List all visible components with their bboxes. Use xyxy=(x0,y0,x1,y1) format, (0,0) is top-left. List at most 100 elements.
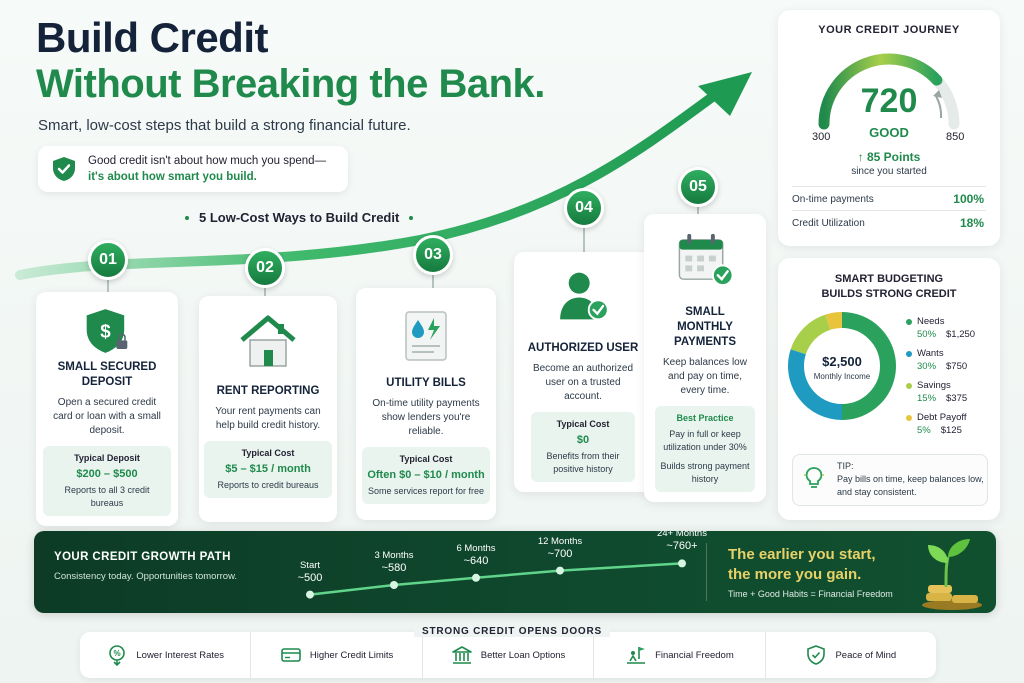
growth-point-score: ~700 xyxy=(547,547,573,560)
cost-note: Builds strong payment history xyxy=(660,461,750,484)
card-description: On-time utility payments show lenders yo… xyxy=(372,398,480,437)
cost-value: Often $0 – $10 / month xyxy=(367,469,485,481)
cost-note: Reports to credit bureaus xyxy=(217,480,319,490)
legend-amount: $125 xyxy=(940,425,962,436)
quote-text: Good credit isn't about how much you spe… xyxy=(88,153,326,185)
legend-item-savings: Savings 15%$375 xyxy=(906,380,967,404)
card-title: UTILITY BILLS xyxy=(386,377,466,389)
cost-value: $5 – $15 / month xyxy=(225,463,311,475)
plant-coins-icon xyxy=(922,539,982,610)
card-title: SMALL MONTHLY PAYMENTS xyxy=(674,306,736,348)
legend-pct: 30% xyxy=(917,361,937,372)
growth-quote-line1: The earlier you start, xyxy=(728,546,876,563)
growth-point-label: 24+ Months~760+ xyxy=(647,531,717,553)
legend-dot xyxy=(906,414,912,421)
donut-slice-wants xyxy=(788,349,843,420)
journey-title: YOUR CREDIT JOURNEY xyxy=(818,24,960,36)
ways-title-dot xyxy=(409,215,414,220)
legend-pct: 5% xyxy=(917,425,931,436)
points-gained: ↑ 85 Points xyxy=(857,150,921,164)
benefit-loan-options: Better Loan Options xyxy=(421,632,593,678)
legend-name: Wants xyxy=(917,348,944,359)
journey-row: On-time payments 100% xyxy=(792,192,984,206)
growth-point-label: 3 Months~580 xyxy=(359,549,429,575)
divider xyxy=(792,186,986,187)
donut-slice-savings xyxy=(790,314,831,355)
growth-title: YOUR CREDIT GROWTH PATH xyxy=(54,551,231,563)
step-card-monthly-payments: SMALL MONTHLY PAYMENTS Keep balances low… xyxy=(644,214,766,502)
growth-point-label: Start~500 xyxy=(275,559,345,585)
step-card-utility-bills: UTILITY BILLS On-time utility payments s… xyxy=(356,288,496,520)
growth-point-score: ~640 xyxy=(463,554,489,567)
page-subtitle: Smart, low-cost steps that build a stron… xyxy=(38,117,411,134)
budget-title: SMART BUDGETING BUILDS STRONG CREDIT xyxy=(778,272,1000,302)
legend-amount: $1,250 xyxy=(946,329,976,340)
benefit-label: Peace of Mind xyxy=(835,649,897,661)
tip-title: TIP: xyxy=(837,461,854,471)
growth-subtitle: Consistency today. Opportunities tomorro… xyxy=(54,571,238,582)
donut-total: $2,500 xyxy=(822,354,862,369)
legend-amount: $375 xyxy=(946,393,968,404)
card-description: Keep balances low and pay on time, every… xyxy=(663,357,747,396)
legend-name: Debt Payoff xyxy=(917,412,967,423)
divider xyxy=(792,210,986,211)
legend-pct: 15% xyxy=(917,393,937,404)
journey-row: Credit Utilization 18% xyxy=(792,216,984,230)
budget-title-line1: SMART BUDGETING xyxy=(834,273,944,285)
growth-point-period: 24+ Months xyxy=(657,531,707,540)
ways-title-dot xyxy=(185,215,189,220)
growth-point-period: Start xyxy=(299,559,321,571)
credit-rating: GOOD xyxy=(869,125,909,140)
card-cost-box: Typical Cost Often $0 – $10 / month Some… xyxy=(362,447,490,504)
growth-point xyxy=(678,559,686,568)
cost-label: Best Practice xyxy=(676,413,734,423)
svg-text:$: $ xyxy=(100,320,111,341)
shield-dollar-icon: $ xyxy=(86,309,128,353)
legend-name: Needs xyxy=(917,316,945,327)
step-card-authorized-user: AUTHORIZED USER Become an authorized use… xyxy=(514,252,652,492)
growth-point-period: 12 Months xyxy=(537,535,583,547)
legend-dot xyxy=(906,318,912,325)
cost-value: Pay in full or keep utilization under 30… xyxy=(663,429,747,452)
journey-row-value: 100% xyxy=(953,192,984,206)
growth-quote: The earlier you start, the more you gain… xyxy=(728,545,876,585)
growth-point xyxy=(306,590,314,599)
ways-title-text: 5 Low-Cost Ways to Build Credit xyxy=(199,210,400,225)
growth-formula: Time + Good Habits = Financial Freedom xyxy=(728,589,893,599)
step-number-4: 04 xyxy=(564,188,604,228)
cost-value: $200 – $500 xyxy=(76,468,138,480)
step-number-5: 05 xyxy=(678,167,718,207)
quote-box: Good credit isn't about how much you spe… xyxy=(38,146,348,192)
growth-point-period: 6 Months xyxy=(456,542,496,554)
card-description: Your rent payments can help build credit… xyxy=(215,406,321,431)
page-title-accent: Without Breaking the Bank. xyxy=(36,62,545,106)
legend-item-debt-payoff: Debt Payoff 5% $125 xyxy=(906,412,966,436)
benefits-title: STRONG CREDIT OPENS DOORS xyxy=(0,626,1024,637)
divider xyxy=(706,543,707,601)
bank-icon xyxy=(451,646,472,664)
cost-value: $0 xyxy=(576,434,590,446)
benefit-label: Financial Freedom xyxy=(655,649,734,661)
benefit-lower-interest: % Lower Interest Rates xyxy=(80,632,250,678)
cost-label: Typical Cost xyxy=(241,448,295,458)
growth-point-score: ~500 xyxy=(297,571,323,584)
shield-check-icon xyxy=(807,645,826,665)
cost-note: Reports to all 3 credit bureaus xyxy=(64,485,150,508)
card-title: AUTHORIZED USER xyxy=(527,342,639,354)
donut-total-label: Monthly Income xyxy=(813,372,871,381)
legend-amount: $750 xyxy=(946,361,968,372)
shield-check-icon xyxy=(53,157,75,181)
benefit-label: Higher Credit Limits xyxy=(309,649,394,661)
card-cost-box: Typical Cost $5 – $15 / month Reports to… xyxy=(204,441,332,498)
step-connector xyxy=(583,226,585,254)
growth-point-score: ~580 xyxy=(381,562,407,574)
donut-slice-needs xyxy=(841,312,896,420)
step-card-rent-reporting: RENT REPORTING Your rent payments can he… xyxy=(199,296,337,522)
legend-dot xyxy=(906,382,912,389)
growth-point-period: 3 Months xyxy=(374,550,414,561)
step-connector xyxy=(107,280,109,294)
tip-box: TIP: Pay bills on time, keep balances lo… xyxy=(792,454,988,506)
growth-point xyxy=(472,573,480,582)
credit-score-gauge xyxy=(818,53,960,130)
user-check-icon xyxy=(560,272,609,321)
